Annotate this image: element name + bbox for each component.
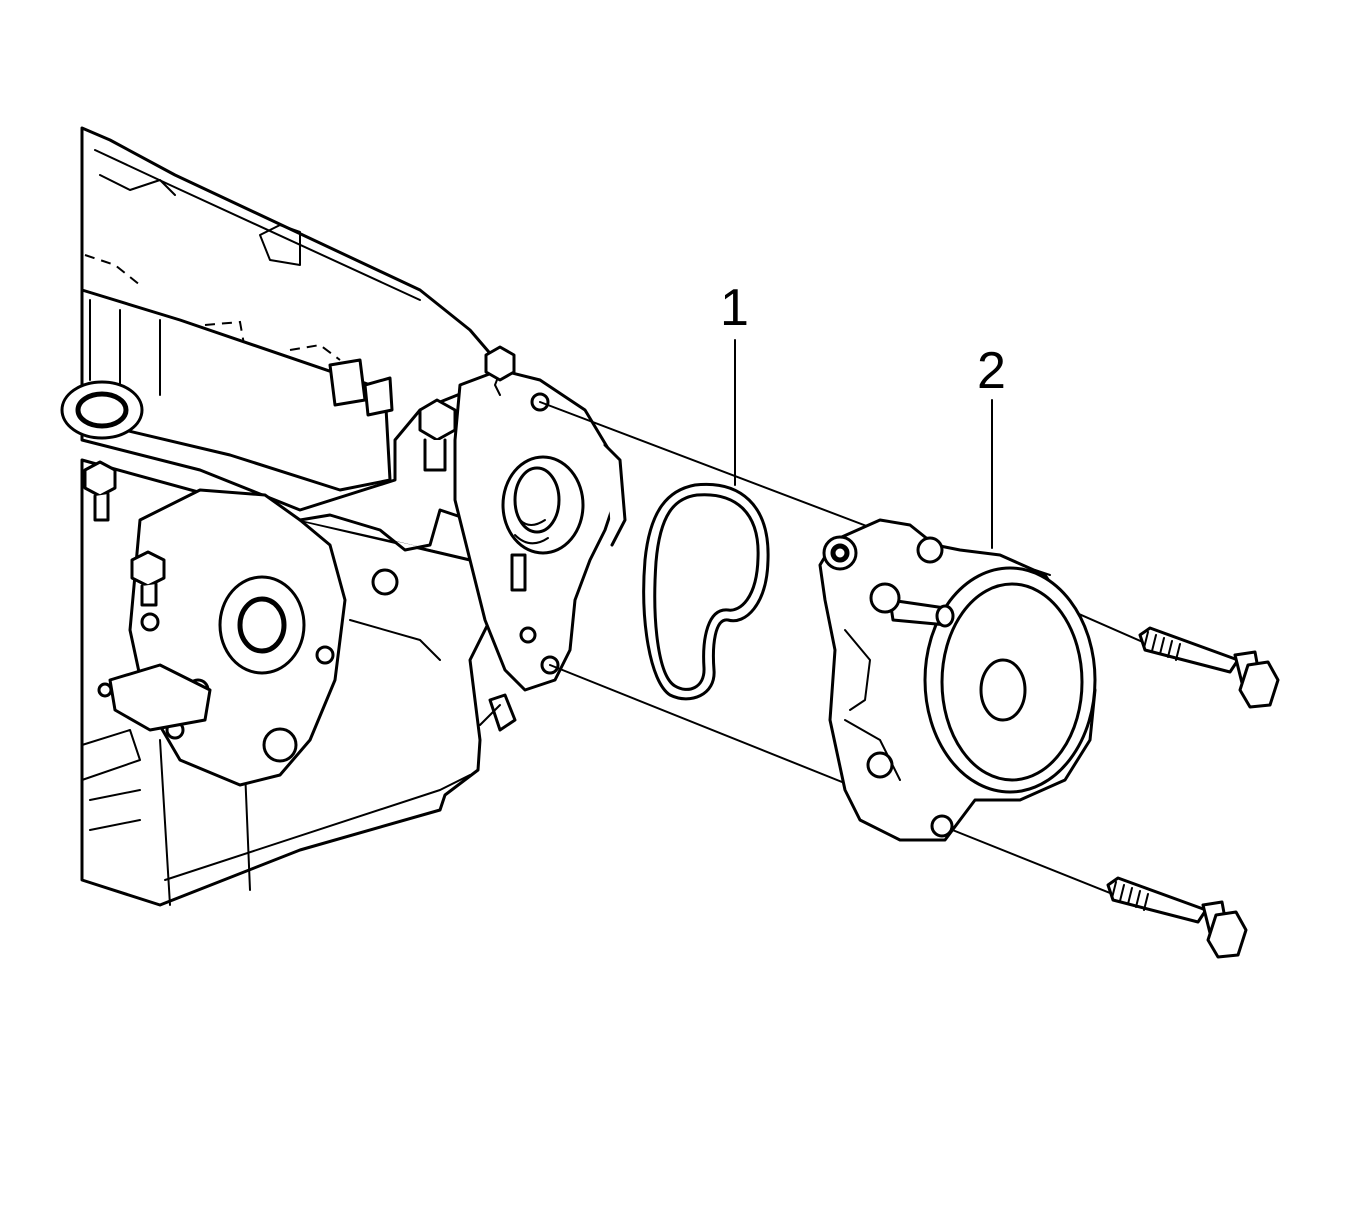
- flange-bolt-top: [484, 345, 516, 382]
- pump-mounting-flange: [418, 345, 627, 692]
- callout-2-label: 2: [977, 342, 1006, 400]
- engine-assembly: [60, 126, 517, 907]
- pump-bolt-lower: [1106, 876, 1248, 959]
- camshaft-seal: [60, 380, 144, 440]
- pump-gasket: [642, 482, 770, 701]
- pump-bolt-upper: [1138, 626, 1280, 709]
- vacuum-pump: [818, 518, 1097, 842]
- block-bolt-left: [83, 460, 117, 522]
- callout-1-label: 1: [720, 279, 749, 337]
- flange-bolt-left: [418, 398, 457, 472]
- block-bolt-center: [130, 550, 166, 607]
